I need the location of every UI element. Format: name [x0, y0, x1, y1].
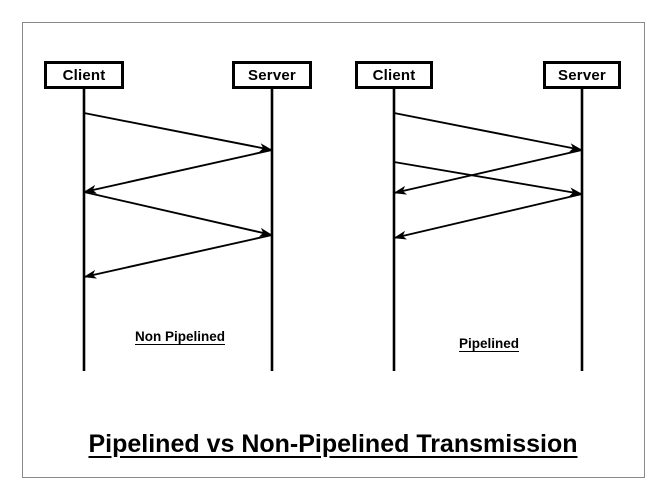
message-non-pipelined-request-1: [83, 112, 273, 153]
actor-box-pipelined-client: Client: [355, 61, 433, 89]
message-non-pipelined-request-2: [83, 191, 273, 237]
message-non-pipelined-response-1: [83, 149, 273, 194]
page-title: Pipelined vs Non-Pipelined Transmission: [88, 430, 578, 458]
message-pipelined-request-1: [393, 112, 583, 153]
message-pipelined-response-1: [393, 149, 583, 195]
message-pipelined-request-2: [393, 161, 583, 197]
messages-group: [83, 112, 583, 279]
slide-frame: [22, 22, 645, 478]
actor-box-non-pipelined-client: Client: [44, 61, 124, 89]
panel-label-pipelined: Pipelined: [458, 336, 519, 351]
actor-box-pipelined-server: Server: [543, 61, 621, 89]
message-non-pipelined-response-2: [83, 234, 273, 279]
actor-box-non-pipelined-server: Server: [232, 61, 312, 89]
panel-label-non-pipelined: Non Pipelined: [134, 329, 225, 344]
message-pipelined-response-2: [393, 193, 583, 240]
